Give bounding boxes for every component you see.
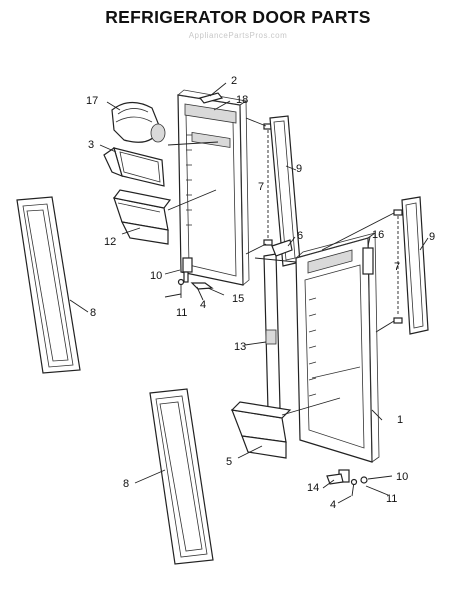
door-left[interactable] [177,89,250,286]
callout-2: 2 [231,75,237,87]
callout-3: 3 [88,139,94,151]
door-hinge-strip[interactable] [263,253,281,411]
callout-13: 13 [234,341,246,353]
lower-hinge-right[interactable] [326,469,350,485]
upper-hinge-right[interactable] [362,247,374,275]
door-right[interactable] [295,232,380,463]
callout-18: 18 [236,94,248,106]
hinge-washer-right[interactable] [360,476,368,484]
callout-4-right: 4 [330,499,336,511]
callout-12: 12 [104,236,116,248]
door-bin-lower-left[interactable] [112,189,172,245]
callout-17: 16 [372,229,384,241]
callout-5: 5 [226,456,232,468]
callout-11-right: 11 [386,493,397,505]
callout-10-right: 10 [396,471,408,483]
upper-hinge-bracket[interactable] [271,239,293,257]
callout-11-left: 11 [176,307,187,319]
callout-4-left: 4 [200,299,206,311]
callout-9-left: 9 [296,163,302,175]
callout-16: 15 [232,293,244,305]
lower-hinge-left[interactable] [182,257,193,283]
callout-9-right: 9 [429,231,435,243]
callout-10-left: 10 [150,270,162,282]
handle-mounting-studs-right[interactable] [393,209,403,324]
callout-7-left: 7 [258,181,264,193]
callout-14: 17 [86,95,98,107]
hinge-screw-right[interactable] [350,478,358,497]
callout-7-right: 7 [394,261,400,273]
diagram-title: REFRIGERATOR DOOR PARTS [105,7,371,27]
leader-lines [69,82,429,504]
door-gasket-right[interactable] [149,388,214,565]
callout-6: 6 [297,230,303,242]
callout-1: 1 [397,414,403,426]
callout-8-left: 8 [90,307,96,319]
watermark: AppliancePartsPros.com [188,31,288,40]
handle-mounting-studs-left[interactable] [263,123,273,246]
door-handle-right[interactable] [401,196,429,335]
callout-15: 14 [307,482,319,494]
dispenser-cover[interactable] [184,103,237,124]
door-bin-right[interactable] [230,401,292,459]
callout-8-right: 8 [123,478,129,490]
hinge-screw-left[interactable] [177,278,185,299]
door-gasket-left[interactable] [16,196,81,374]
door-bin-upper[interactable] [103,147,165,187]
ice-bucket[interactable] [111,101,166,143]
callout-labels: 17 3 12 2 18 7 9 10 11 4 15 8 6 13 16 9 … [86,75,435,511]
